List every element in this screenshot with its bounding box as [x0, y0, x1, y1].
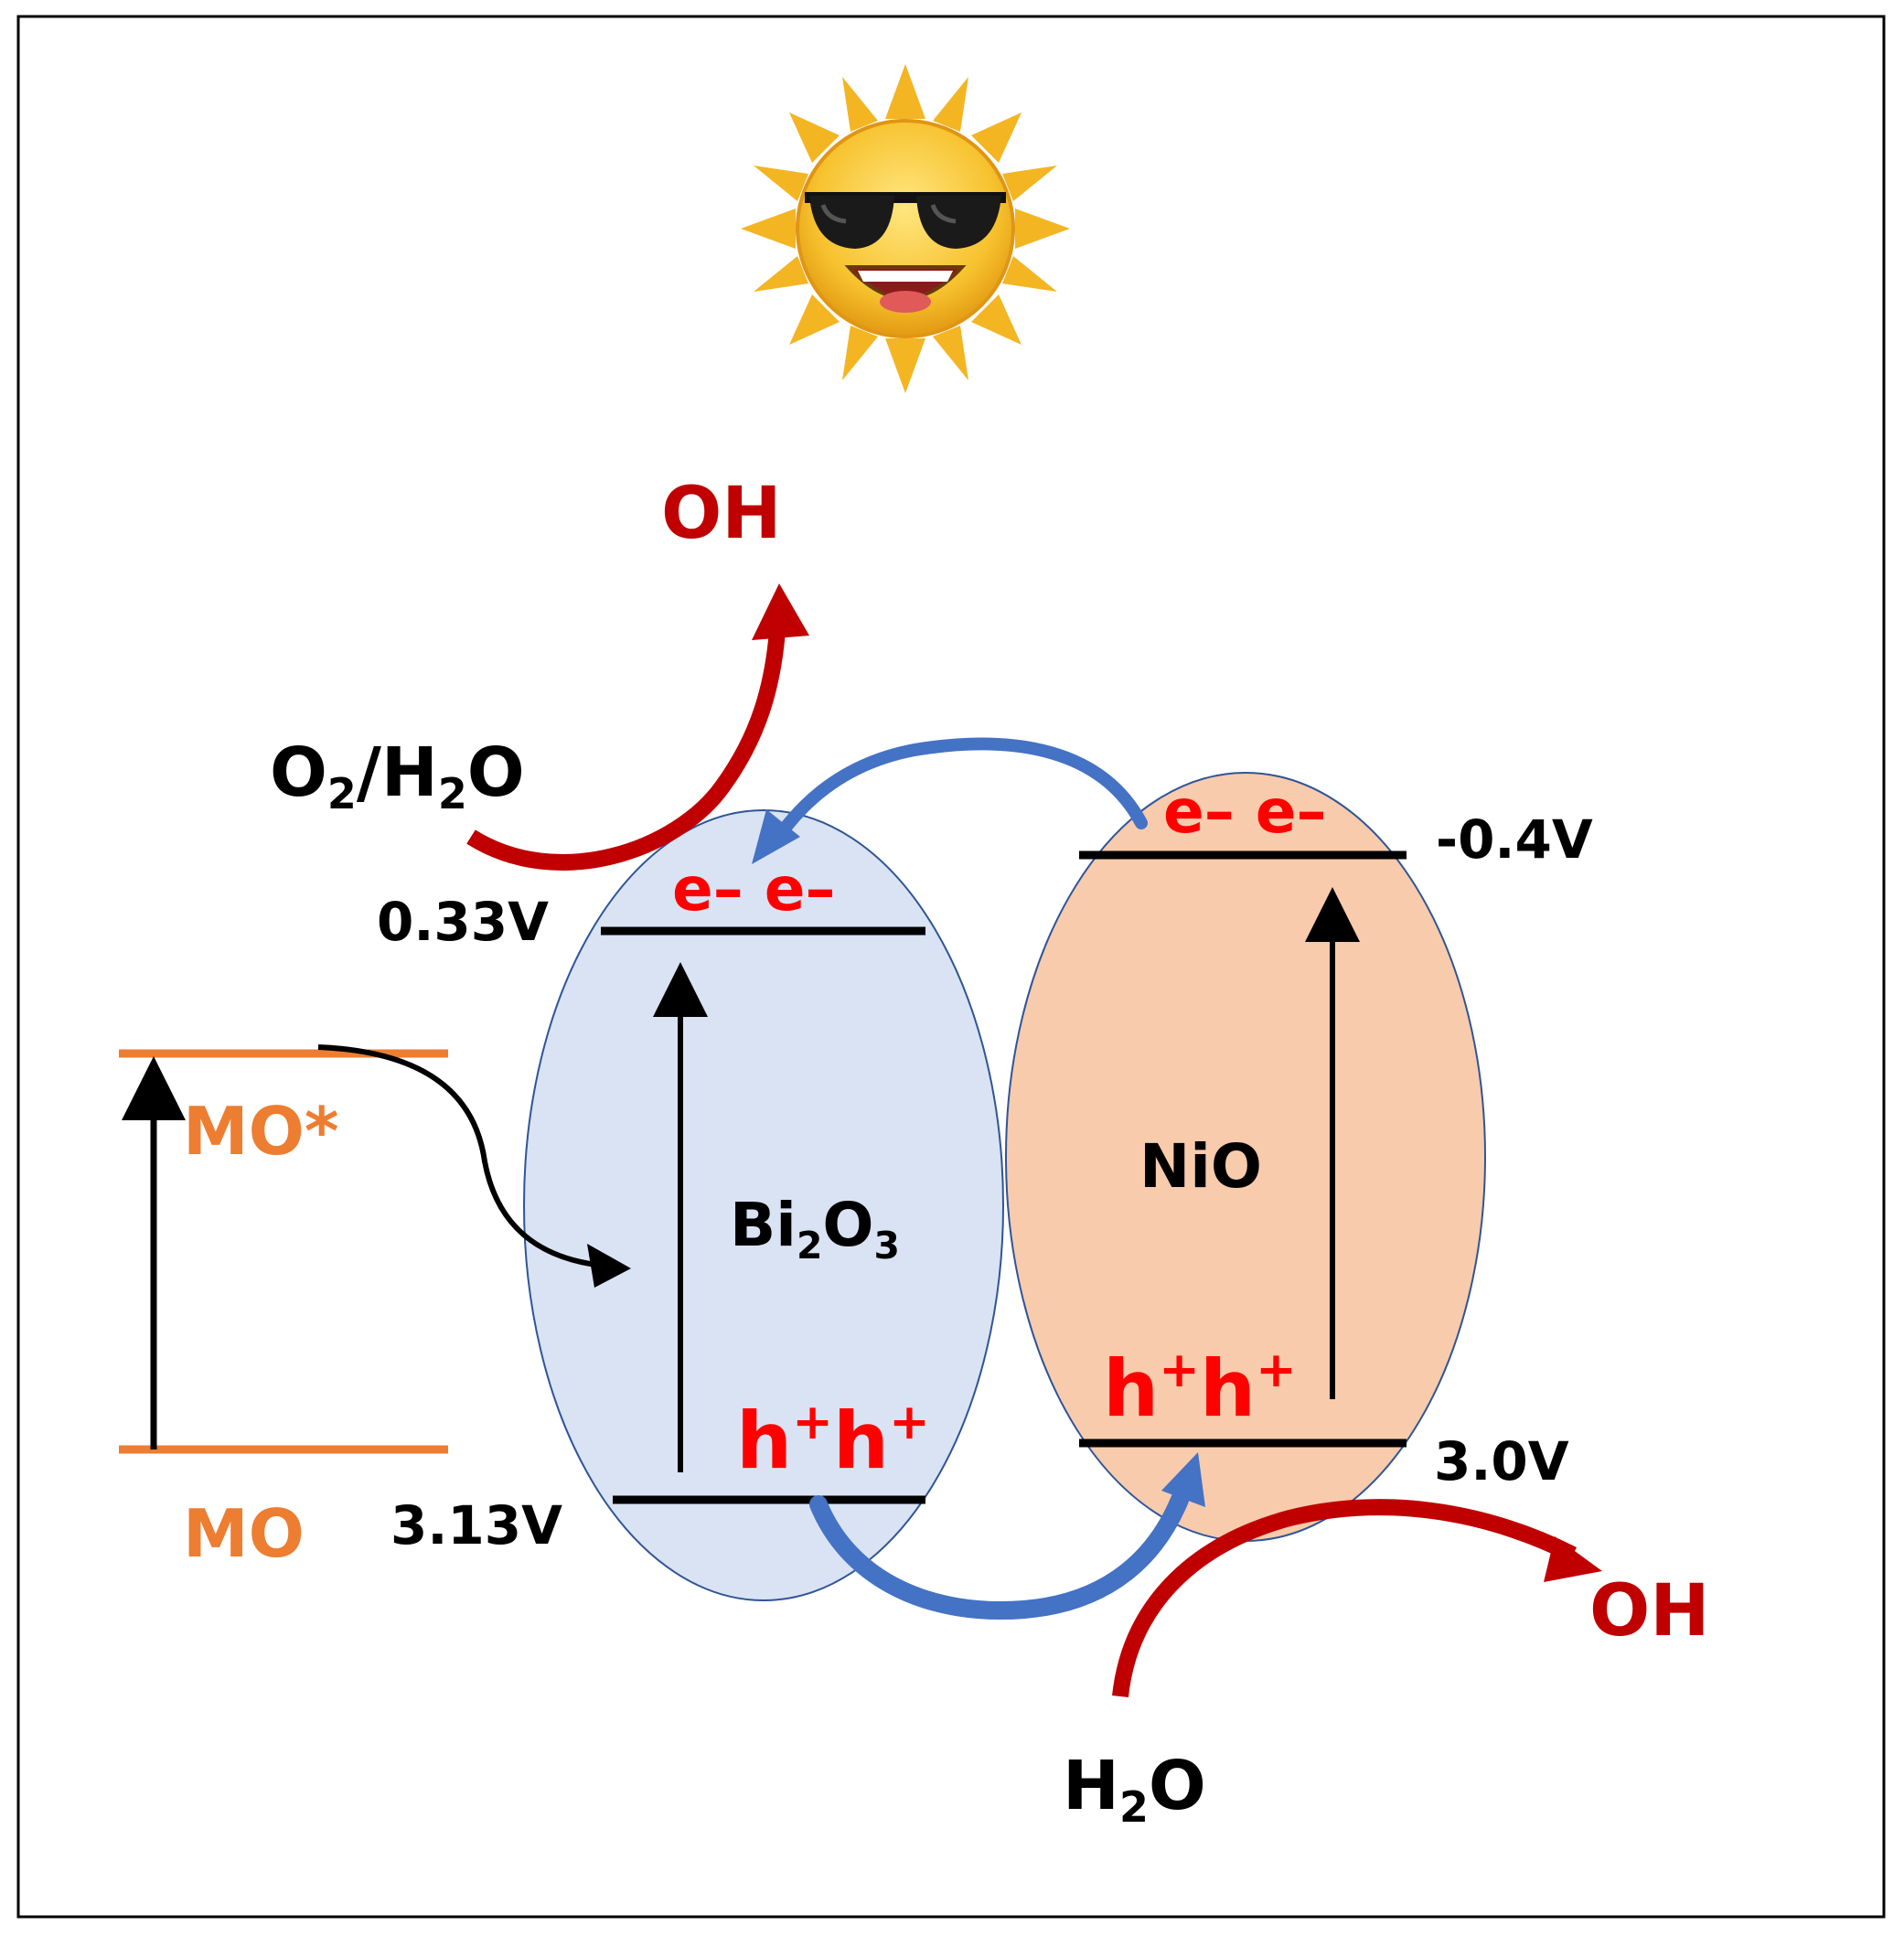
mo-excited-label: MO*	[183, 1093, 339, 1170]
bi2o3-name-label: Bi2O3	[730, 1190, 900, 1267]
bi2o3-ellipse	[523, 809, 1004, 1601]
nio-vb-potential: 3.0V	[1434, 1430, 1569, 1492]
bi2o3-holes-label: h+h+	[736, 1394, 930, 1487]
bi2o3-vb-potential: 3.13V	[390, 1494, 562, 1556]
nio-holes-label: h+h+	[1103, 1342, 1297, 1435]
bi2o3-cb-potential: 0.33V	[377, 891, 549, 953]
bottom-oh-label: OH	[1589, 1570, 1710, 1653]
top-oh-label: OH	[661, 473, 782, 555]
hole-transfer-arrowhead	[1161, 1452, 1205, 1507]
nio-cb-potential: -0.4V	[1436, 808, 1593, 871]
bottom-reactant-label: H2O	[1063, 1747, 1206, 1832]
bottom-reaction-arrow	[1112, 1499, 1578, 1697]
nio-electrons-label: e– e–	[1163, 776, 1327, 847]
nio-name-label: NiO	[1139, 1131, 1262, 1202]
top-reactant-label: O2/H2O	[270, 733, 525, 818]
electron-transfer-arrow	[769, 737, 1148, 848]
top-reaction-arrow	[466, 630, 786, 871]
mo-ground-label: MO	[183, 1495, 305, 1572]
bottom-reaction-arrowhead	[1544, 1536, 1602, 1582]
dye-injection-arrow	[317, 1044, 614, 1269]
hole-transfer-arrow	[809, 1491, 1189, 1620]
top-reaction-arrowhead	[752, 583, 809, 640]
bi2o3-electrons-label: e– e–	[672, 854, 836, 925]
dye-injection-arrowhead	[587, 1244, 631, 1288]
sun-with-sunglasses-icon	[741, 64, 1070, 393]
electron-transfer-arrowhead	[752, 809, 800, 864]
